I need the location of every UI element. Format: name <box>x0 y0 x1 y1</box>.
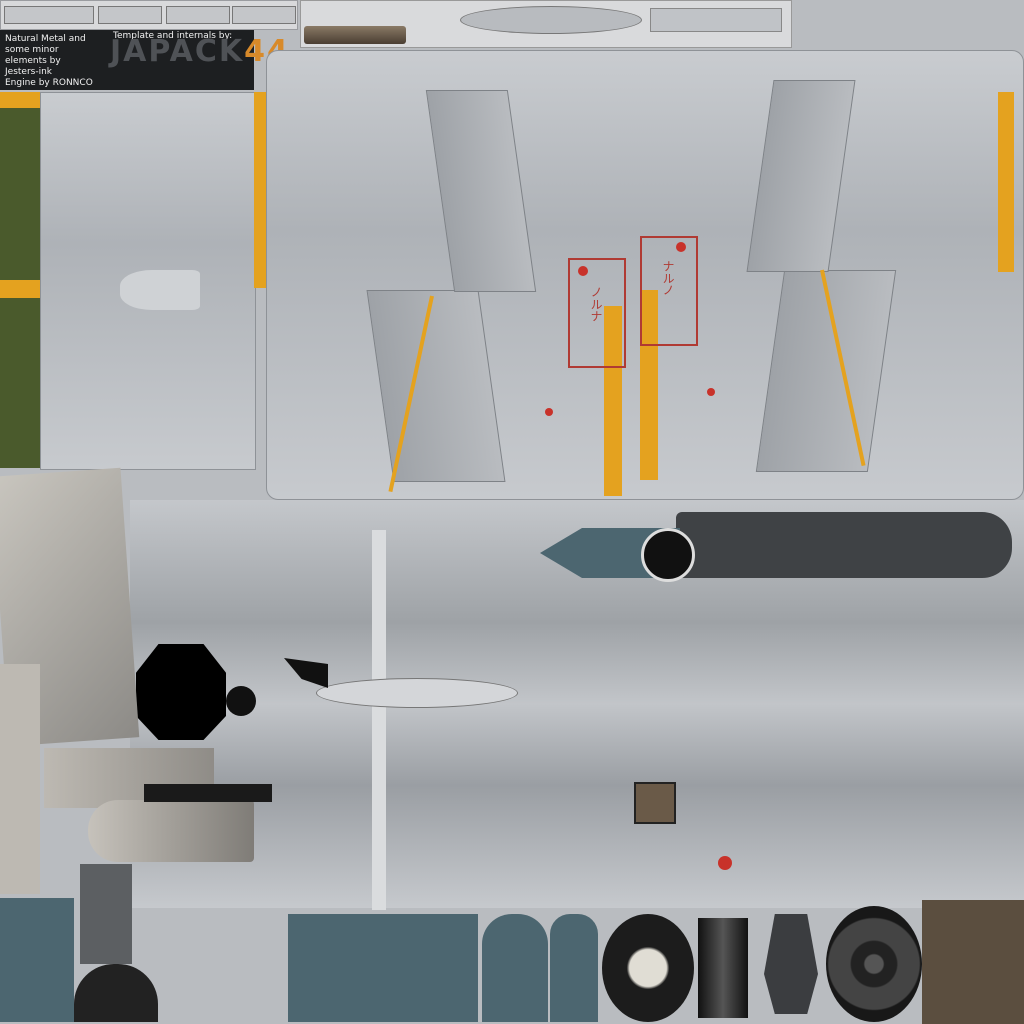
kana-marking-left: ノルナ <box>589 286 603 322</box>
tire-strip <box>698 918 748 1018</box>
fuselage-band <box>372 530 386 910</box>
brown-panel <box>922 900 1024 1024</box>
wheel-hub-top <box>641 528 695 582</box>
wing-yellow-stripe-right <box>640 290 658 480</box>
credits-left-text: Natural Metal and some minor elements by… <box>5 34 93 88</box>
japack-logo: JAPACK44 <box>110 37 290 67</box>
red-dot-4 <box>707 388 715 396</box>
main-wheel <box>602 914 694 1022</box>
marking-box-right <box>640 236 698 346</box>
tail-root <box>120 270 200 310</box>
black-mask-octagon <box>136 644 226 740</box>
interior-side-strip <box>0 664 40 894</box>
tail-wheel-part <box>764 914 818 1014</box>
wing-yellow-stripe-left <box>604 306 622 496</box>
gauge-strip-4 <box>232 6 296 24</box>
wing-rib-part <box>460 6 642 34</box>
kana-marking-right: ナルノ <box>661 260 675 296</box>
tail-yellow-stripe <box>254 92 266 288</box>
template-label: Template and internals by: <box>113 31 233 41</box>
dark-panel-block <box>80 864 132 964</box>
gauge-strip-1 <box>4 6 94 24</box>
panel-strip-part <box>650 8 782 32</box>
wing-rib-lower <box>316 678 518 708</box>
radial-engine <box>826 906 922 1022</box>
exhaust-part <box>304 26 406 44</box>
wing-yellow-stripe-far-right <box>998 92 1014 272</box>
instrument-panel <box>74 964 158 1022</box>
red-dot-1 <box>578 266 588 276</box>
engine-cowling <box>676 512 1012 578</box>
red-dot-fuselage <box>718 856 732 870</box>
gauge-strip-3 <box>166 6 230 24</box>
cockpit-interior-1 <box>288 914 412 1022</box>
red-dot-2 <box>676 242 686 252</box>
seat-back-1 <box>482 914 548 1022</box>
wood-square <box>634 782 676 824</box>
red-dot-3 <box>545 408 553 416</box>
black-circle <box>226 686 256 716</box>
yellow-band-1 <box>0 92 40 108</box>
marking-box-left <box>568 258 626 368</box>
cockpit-side-left <box>0 898 74 1022</box>
interior-seat-part <box>88 800 254 862</box>
credits-box: Natural Metal and some minor elements by… <box>0 30 288 90</box>
seat-back-2 <box>550 914 598 1022</box>
logo-part1: JAPACK <box>110 34 245 69</box>
cockpit-interior-2 <box>412 914 478 1022</box>
black-bar <box>144 784 272 802</box>
yellow-band-2 <box>0 280 40 298</box>
gauge-strip-2 <box>98 6 162 24</box>
